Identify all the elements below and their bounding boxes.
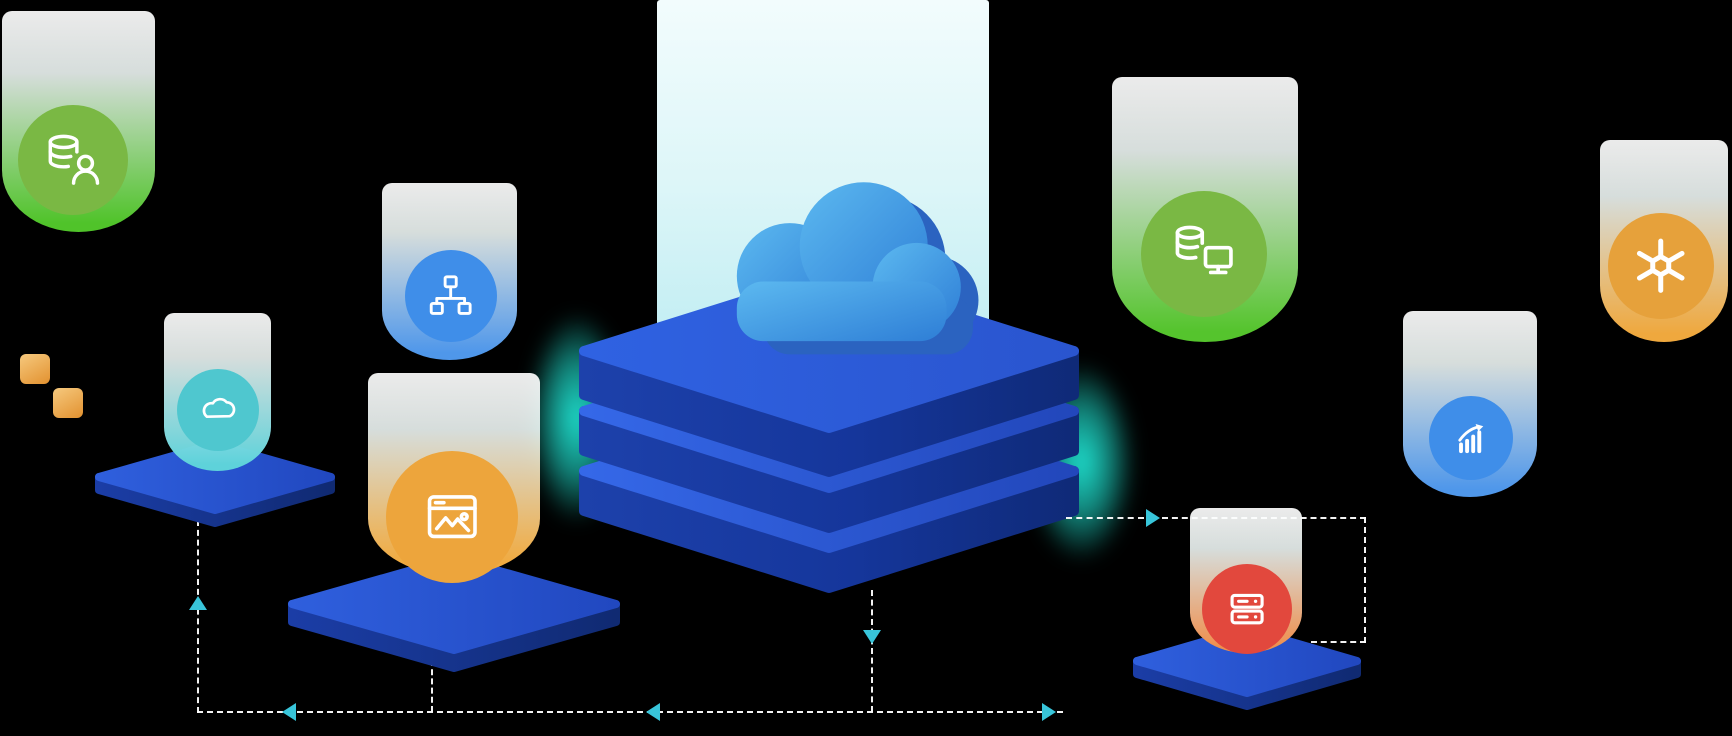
sitemap-icon <box>430 275 472 316</box>
flow-arrow-down-icon <box>863 630 881 644</box>
badge-hierarchy-data <box>405 250 497 342</box>
badge-web-content <box>386 451 518 583</box>
platform-stack-3d <box>579 269 1079 593</box>
database-user-icon <box>48 134 100 185</box>
platform-pad-web-content <box>288 554 620 672</box>
connector-line <box>1066 517 1144 519</box>
connector-line <box>871 590 873 712</box>
database-monitor-icon <box>1176 226 1234 275</box>
data-cube <box>53 388 83 418</box>
cloud-front <box>736 182 961 342</box>
flow-arrow-right-icon <box>1042 703 1056 721</box>
flow-arrow-right-icon <box>1146 509 1160 527</box>
openai-logo-icon <box>1637 238 1685 294</box>
connector-line <box>1311 641 1366 643</box>
cloud-outline-icon <box>202 398 236 419</box>
platform-pad-cloud-service <box>95 440 335 527</box>
connector-line <box>1364 517 1366 643</box>
platform-pad-server <box>1133 625 1361 710</box>
flow-arrow-left-icon <box>646 703 660 721</box>
server-rack-icon <box>1230 593 1264 625</box>
data-cube <box>20 354 50 384</box>
bar-chart-arrow-icon <box>1458 423 1483 453</box>
badge-ai-model <box>1608 213 1714 319</box>
badge-database-systems <box>1141 191 1267 317</box>
badge-user-database <box>18 105 128 215</box>
badge-analytics <box>1429 396 1513 480</box>
connector-line <box>197 711 1063 713</box>
flow-arrow-up-icon <box>189 596 207 610</box>
cloud-3d-icon <box>736 182 979 355</box>
badge-server-infrastructure <box>1202 564 1292 654</box>
connector-line <box>431 660 433 712</box>
connector-line <box>197 520 199 713</box>
flow-arrow-left-icon <box>282 703 296 721</box>
badge-cloud-service <box>177 369 259 451</box>
browser-image-icon <box>427 494 477 538</box>
